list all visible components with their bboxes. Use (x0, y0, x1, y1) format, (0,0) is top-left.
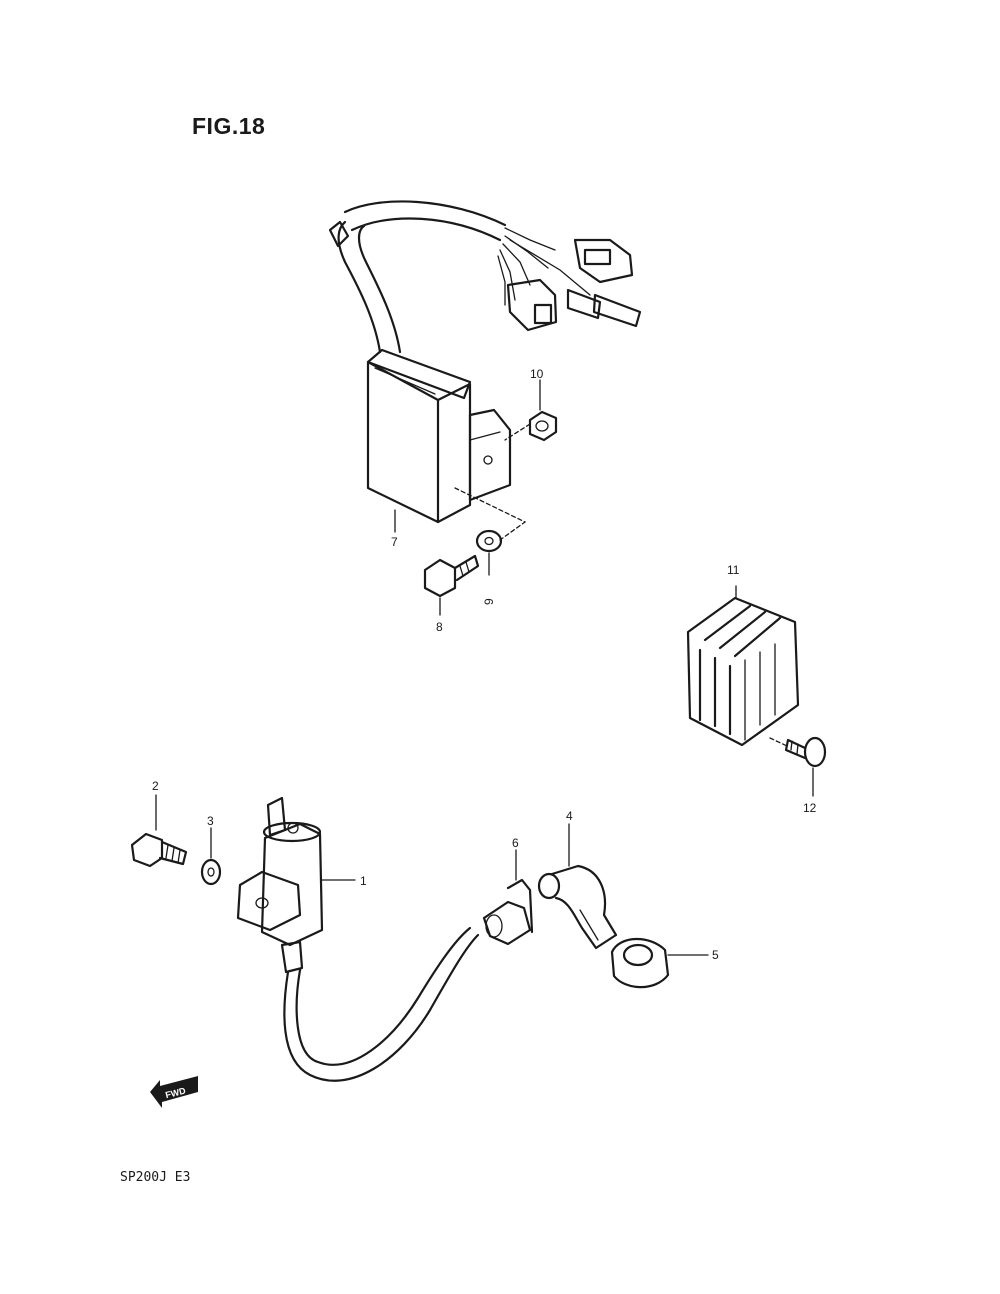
callout-3: 3 (207, 814, 214, 828)
bolt-2 (130, 794, 188, 868)
callout-7: 7 (391, 535, 398, 549)
plug-cap-4 (537, 823, 618, 950)
regulator-11 (686, 585, 800, 747)
nut-10 (504, 379, 558, 442)
bolt-8 (394, 509, 480, 616)
callout-9: 9 (482, 598, 496, 605)
cover-5 (610, 937, 709, 989)
callout-4: 4 (566, 809, 573, 823)
callout-2: 2 (152, 779, 159, 793)
model-code-footer: SP200J E3 (120, 1170, 191, 1185)
forward-arrow: FWD (150, 1076, 198, 1108)
washer-9 (454, 487, 527, 576)
figure-title: FIG.18 (192, 113, 266, 139)
callout-5: 5 (712, 948, 719, 962)
screw-12 (769, 736, 827, 797)
callout-11: 11 (727, 563, 740, 577)
ignition-coil-1 (236, 796, 480, 1082)
callout-1: 1 (360, 874, 367, 888)
cap-seal-6 (482, 849, 534, 946)
callout-6: 6 (512, 836, 519, 850)
callout-8: 8 (436, 620, 443, 634)
callout-10: 10 (530, 367, 544, 381)
callout-12: 12 (803, 801, 817, 815)
forward-arrow-label: FWD (164, 1085, 187, 1100)
cdi-unit-harness (328, 200, 642, 524)
washer-3 (200, 827, 222, 886)
